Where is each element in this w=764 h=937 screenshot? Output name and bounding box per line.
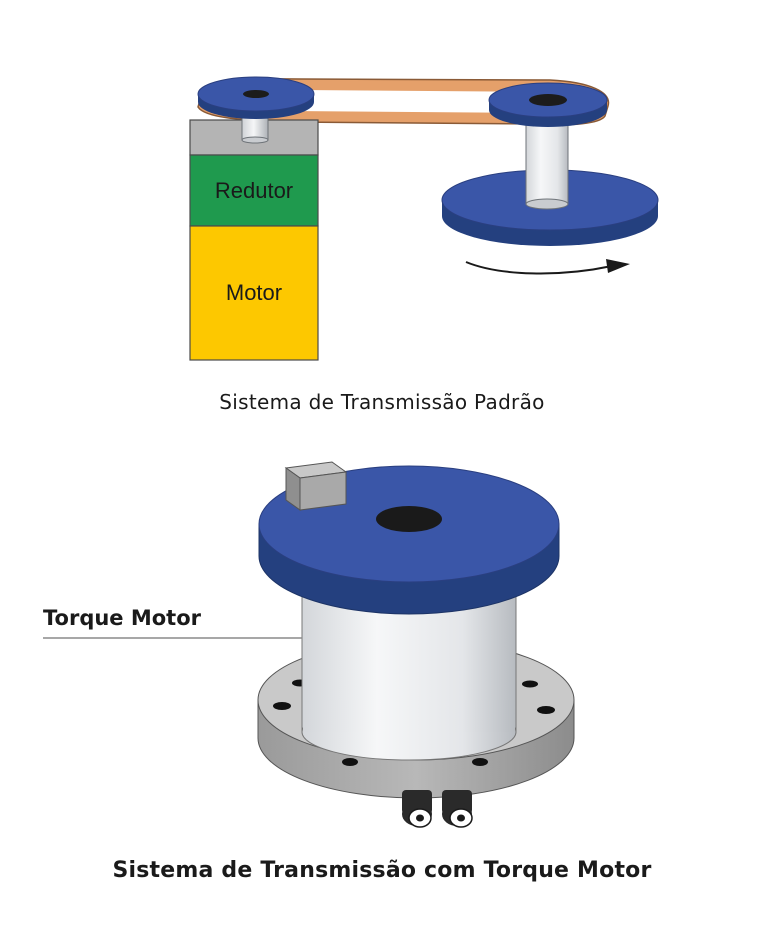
connector-right [442,790,473,828]
torque-motor-callout-label: Torque Motor [43,606,202,630]
torque-system-caption: Sistema de Transmissão com Torque Motor [112,858,652,883]
encoder-block-icon [284,461,348,511]
drive-pulley [197,76,315,119]
mount-hole [522,680,538,688]
mount-hole [273,702,291,710]
reducer-box [189,154,319,227]
standard-transmission-group: Redutor Motor [189,76,659,361]
center-bore [376,506,442,532]
rotation-arrow-icon [465,259,630,275]
cable-connector-icon [402,790,473,828]
motor-label: Motor [226,280,282,305]
torque-motor-body [301,583,517,761]
connector-left [402,790,432,828]
gearbox-motor-stack: Redutor Motor [189,119,319,361]
mount-hole [342,758,358,766]
standard-system-caption: Sistema de Transmissão Padrão [219,390,545,414]
mount-hole [537,706,555,714]
reducer-label: Redutor [215,178,293,203]
motor-box [189,225,319,361]
torque-motor-group [43,461,575,828]
driven-assembly [441,82,659,246]
mount-hole [472,758,488,766]
